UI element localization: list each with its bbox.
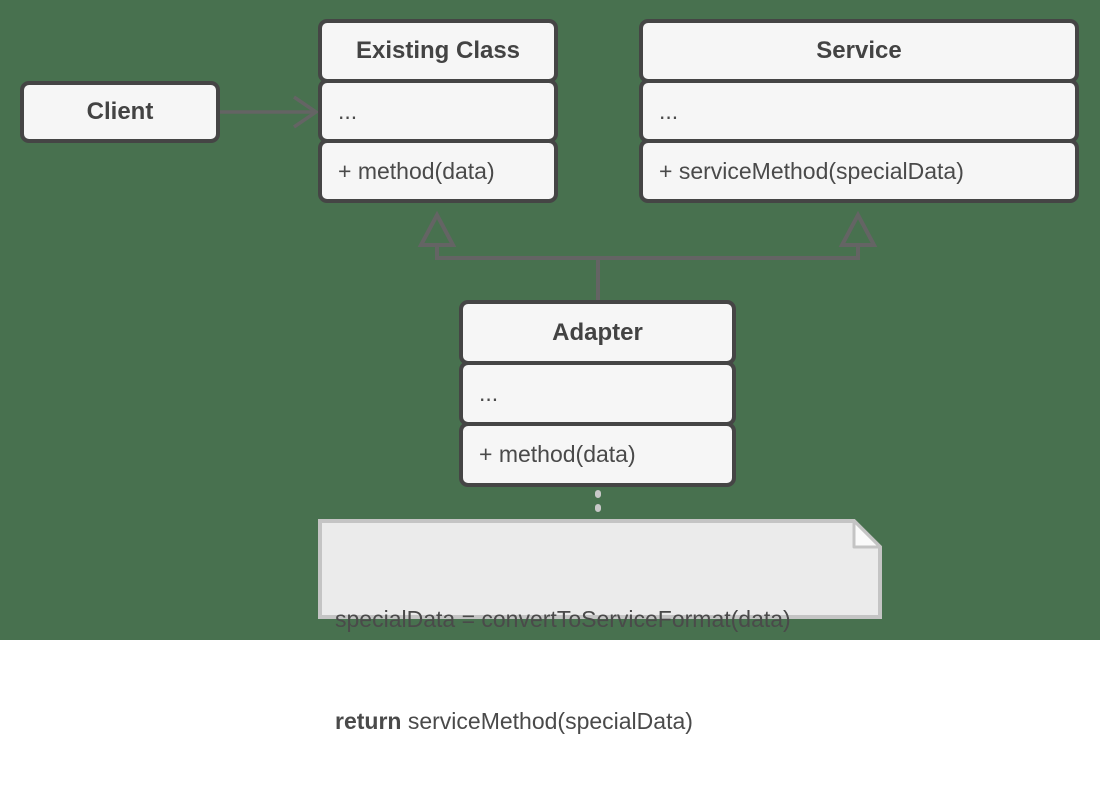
diagram-canvas: Client Existing Class ... + method(data)…	[0, 0, 1100, 734]
note-return-keyword: return	[335, 708, 402, 734]
class-box-service: Service ... + serviceMethod(specialData)	[639, 19, 1079, 203]
association-arrow	[219, 95, 320, 129]
class-fields-service: ...	[639, 79, 1079, 143]
class-title-client: Client	[20, 81, 220, 143]
note-line-2: return serviceMethod(specialData)	[335, 704, 791, 738]
class-box-client: Client	[20, 81, 220, 143]
note-fold-corner-icon	[852, 519, 882, 549]
class-method-existing-class: + method(data)	[318, 139, 558, 203]
class-title-service: Service	[639, 19, 1079, 83]
class-method-service: + serviceMethod(specialData)	[639, 139, 1079, 203]
class-fields-existing-class: ...	[318, 79, 558, 143]
class-fields-adapter: ...	[459, 361, 736, 426]
class-title-adapter: Adapter	[459, 300, 736, 365]
class-title-existing-class: Existing Class	[318, 19, 558, 83]
note-line-2-rest: serviceMethod(specialData)	[401, 708, 693, 734]
class-box-adapter: Adapter ... + method(data)	[459, 300, 736, 487]
code-note: specialData = convertToServiceFormat(dat…	[318, 519, 882, 734]
note-text: specialData = convertToServiceFormat(dat…	[335, 534, 791, 806]
note-line-1: specialData = convertToServiceFormat(dat…	[335, 606, 791, 632]
inheritance-connector	[435, 244, 860, 300]
class-method-adapter: + method(data)	[459, 422, 736, 487]
note-paper-shape	[318, 519, 882, 619]
inheritance-triangle-service	[838, 210, 878, 247]
class-box-existing-class: Existing Class ... + method(data)	[318, 19, 558, 203]
inheritance-triangle-existing-class	[417, 210, 457, 247]
